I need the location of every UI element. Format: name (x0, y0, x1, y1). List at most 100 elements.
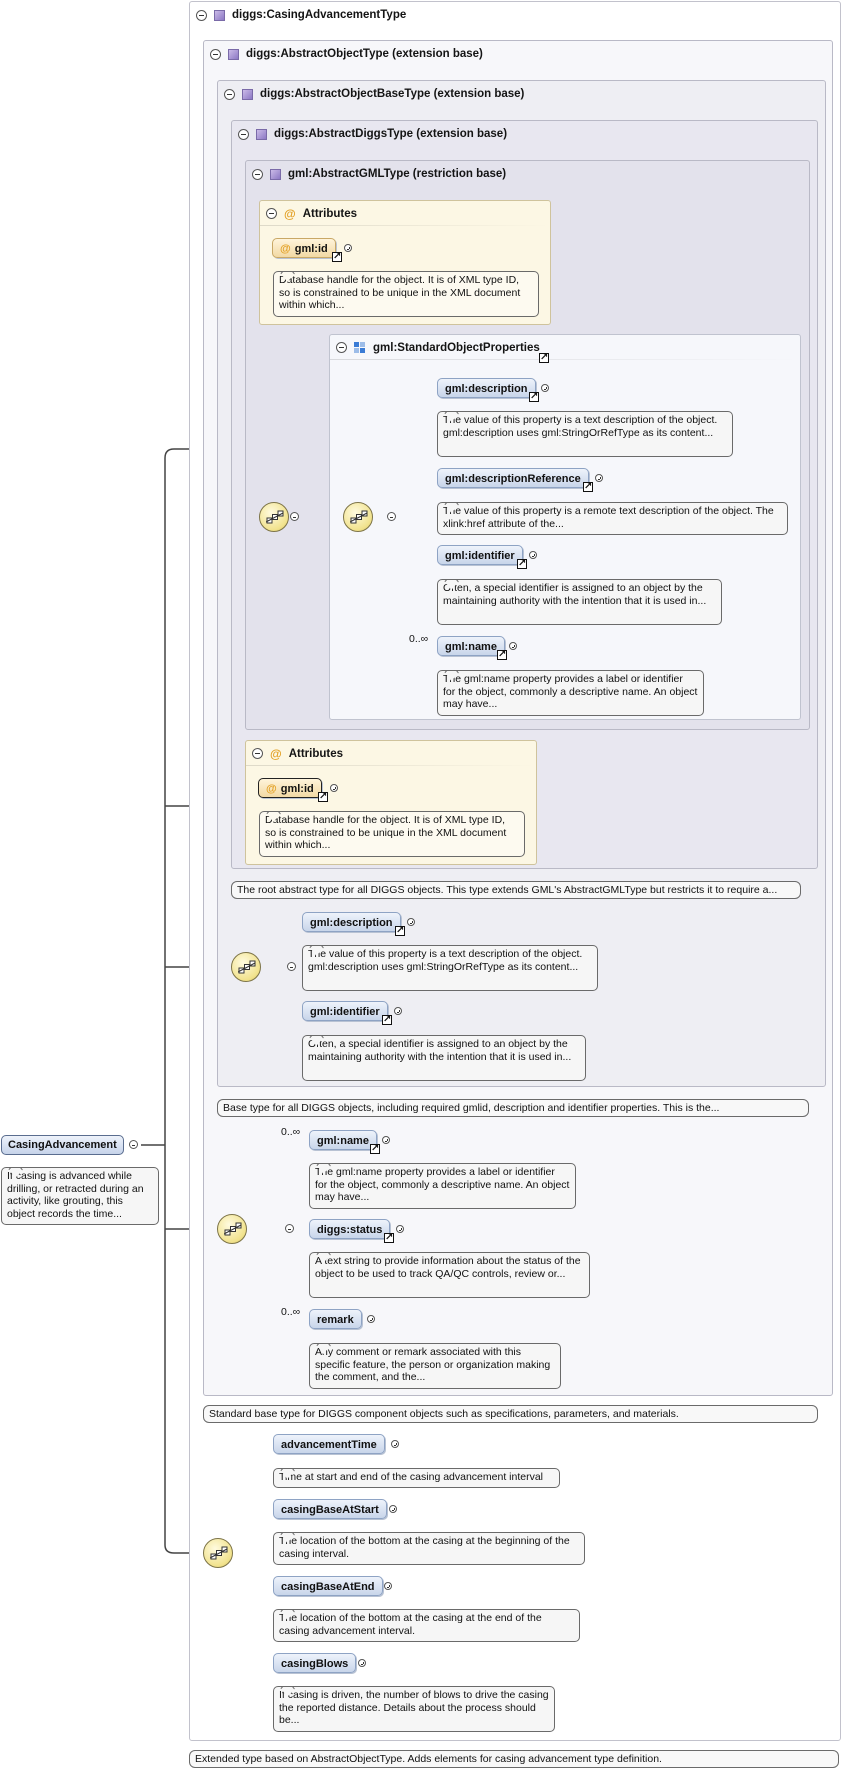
attribute-description: Database handle for the object. It is of… (259, 811, 525, 857)
reference-link-icon[interactable] (318, 790, 328, 804)
type-annotation-abstract-object-base: Base type for all DIGGS objects, includi… (217, 1099, 809, 1117)
expand-icon[interactable] (394, 1007, 402, 1015)
reference-link-icon[interactable] (529, 390, 539, 404)
sequence-compositor-gml[interactable] (259, 502, 289, 532)
collapse-icon[interactable] (252, 748, 263, 759)
type-header-abstract-gml[interactable]: gml:AbstractGMLType (restriction base) (246, 161, 809, 187)
element-description: Time at start and end of the casing adva… (273, 1468, 560, 1488)
cardinality-label: 0..∞ (281, 1126, 301, 1138)
expand-icon[interactable] (595, 474, 603, 482)
attribute-icon: @ (280, 243, 291, 255)
element-remark[interactable]: remark (309, 1309, 362, 1329)
attribute-name: gml:id (294, 243, 328, 255)
type-label: gml:AbstractGMLType (restriction base) (288, 168, 507, 180)
attribute-gml-id[interactable]: @gml:id (258, 778, 322, 798)
reference-link-icon[interactable] (539, 351, 549, 365)
root-element-description: If casing is advanced while drilling, or… (1, 1167, 159, 1225)
attributes-title: Attributes (302, 207, 358, 220)
type-label: diggs:AbstractObjectBaseType (extension … (260, 88, 525, 100)
element-gml-description[interactable]: gml:description (437, 378, 536, 398)
expand-icon[interactable] (396, 1225, 404, 1233)
element-description: The gml:name property provides a label o… (437, 670, 704, 716)
expand-icon[interactable] (367, 1315, 375, 1323)
attribute-name: gml:id (280, 783, 314, 795)
sequence-compositor-base[interactable] (231, 952, 261, 982)
element-description: Often, a special identifier is assigned … (437, 579, 722, 625)
sequence-compositor-casing[interactable] (203, 1538, 233, 1568)
element-gml-identifier[interactable]: gml:identifier (302, 1001, 388, 1021)
reference-link-icon[interactable] (382, 1013, 392, 1027)
group-icon (354, 341, 366, 354)
reference-link-icon[interactable] (497, 648, 507, 662)
collapse-icon[interactable] (252, 168, 263, 180)
element-gml-identifier[interactable]: gml:identifier (437, 545, 523, 565)
collapse-icon[interactable] (196, 9, 207, 21)
sequence-compositor-standard[interactable] (343, 502, 373, 532)
group-header[interactable]: gml:StandardObjectProperties (330, 335, 800, 361)
attribute-icon: @ (270, 746, 282, 761)
element-gml-description[interactable]: gml:description (302, 912, 401, 932)
expand-icon[interactable] (529, 551, 537, 559)
reference-link-icon[interactable] (395, 924, 405, 938)
collapse-icon[interactable] (266, 208, 277, 219)
expand-icon[interactable] (384, 1582, 392, 1590)
complex-type-icon (270, 168, 281, 180)
collapse-icon[interactable] (287, 962, 297, 971)
cardinality-label: 0..∞ (281, 1306, 301, 1318)
collapse-icon[interactable] (336, 342, 347, 353)
element-gml-name[interactable]: gml:name (309, 1130, 377, 1150)
expand-icon[interactable] (541, 384, 549, 392)
attribute-gml-id[interactable]: @gml:id (272, 238, 336, 258)
type-header-abstract-object[interactable]: diggs:AbstractObjectType (extension base… (204, 41, 832, 67)
element-casing-base-at-start[interactable]: casingBaseAtStart (273, 1499, 387, 1519)
expand-icon[interactable] (344, 244, 352, 252)
element-description: The value of this property is a text des… (302, 945, 598, 991)
collapse-icon[interactable] (224, 88, 235, 100)
root-element-casing-advancement[interactable]: CasingAdvancement (1, 1135, 124, 1155)
expand-icon[interactable] (509, 642, 517, 650)
element-advancement-time[interactable]: advancementTime (273, 1434, 385, 1454)
collapse-icon[interactable] (129, 1140, 138, 1149)
element-diggs-status[interactable]: diggs:status (309, 1219, 391, 1239)
attributes-header[interactable]: @ Attributes (246, 741, 536, 767)
type-annotation-casing-advancement: Extended type based on AbstractObjectTyp… (189, 1750, 839, 1768)
collapse-icon[interactable] (285, 1224, 295, 1233)
collapse-icon[interactable] (210, 48, 221, 60)
complex-type-icon (242, 88, 253, 100)
element-description: Any comment or remark associated with th… (309, 1343, 561, 1389)
element-gml-name[interactable]: gml:name (437, 636, 505, 656)
collapse-icon[interactable] (290, 512, 299, 521)
type-label: diggs:AbstractObjectType (extension base… (246, 48, 483, 60)
element-description: The value of this property is a text des… (437, 411, 733, 457)
reference-link-icon[interactable] (332, 250, 342, 264)
collapse-icon[interactable] (238, 128, 249, 140)
type-header-abstract-diggs[interactable]: diggs:AbstractDiggsType (extension base) (232, 121, 817, 147)
expand-icon[interactable] (358, 1659, 366, 1667)
element-description: The value of this property is a remote t… (437, 502, 788, 535)
attribute-icon: @ (266, 783, 277, 795)
reference-link-icon[interactable] (517, 557, 527, 571)
type-header-casing-advancement[interactable]: diggs:CasingAdvancementType (190, 2, 840, 28)
sequence-compositor-object[interactable] (217, 1214, 247, 1244)
reference-link-icon[interactable] (583, 480, 593, 494)
element-casing-base-at-end[interactable]: casingBaseAtEnd (273, 1576, 383, 1596)
attribute-description: Database handle for the object. It is of… (273, 271, 539, 317)
element-description: Often, a special identifier is assigned … (302, 1035, 586, 1081)
attributes-header[interactable]: @ Attributes (260, 201, 550, 227)
expand-icon[interactable] (389, 1505, 397, 1513)
type-label: diggs:CasingAdvancementType (232, 9, 407, 21)
collapse-icon[interactable] (387, 512, 397, 521)
expand-icon[interactable] (391, 1440, 399, 1448)
reference-link-icon[interactable] (370, 1142, 380, 1156)
complex-type-icon (228, 48, 239, 60)
expand-icon[interactable] (407, 918, 415, 926)
element-gml-description-reference[interactable]: gml:descriptionReference (437, 468, 589, 488)
expand-icon[interactable] (330, 784, 338, 792)
reference-link-icon[interactable] (384, 1231, 394, 1245)
element-description: The location of the bottom at the casing… (273, 1609, 580, 1642)
type-header-abstract-object-base[interactable]: diggs:AbstractObjectBaseType (extension … (218, 81, 825, 107)
type-annotation-abstract-object: Standard base type for DIGGS component o… (203, 1405, 818, 1423)
expand-icon[interactable] (382, 1136, 390, 1144)
element-casing-blows[interactable]: casingBlows (273, 1653, 357, 1673)
type-label: diggs:AbstractDiggsType (extension base) (274, 128, 508, 140)
